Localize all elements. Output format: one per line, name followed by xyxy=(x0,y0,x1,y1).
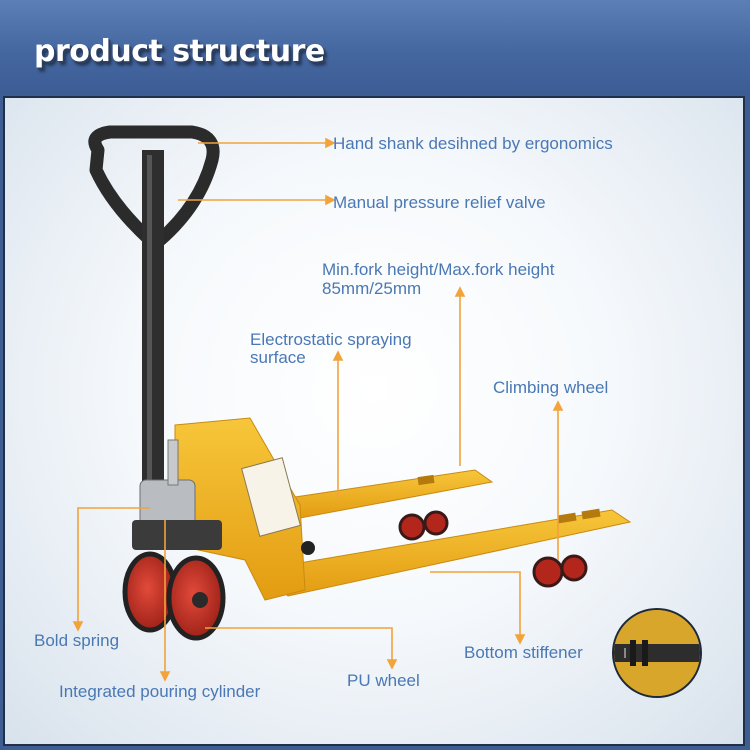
label-spraying-line1: Electrostatic spraying xyxy=(250,330,412,349)
handle-loop xyxy=(88,125,220,247)
label-hand-shank: Hand shank desihned by ergonomics xyxy=(333,134,613,153)
stiffener-detail-icon xyxy=(614,610,700,696)
label-spraying-line2: surface xyxy=(250,348,306,367)
label-pu-wheel: PU wheel xyxy=(347,671,420,690)
label-fork-height-title: Min.fork height/Max.fork height xyxy=(322,260,555,279)
page-title: product structure xyxy=(34,34,325,69)
label-relief-valve: Manual pressure relief valve xyxy=(333,193,546,212)
label-pouring-cylinder: Integrated pouring cylinder xyxy=(59,682,261,701)
label-bottom-stiffener: Bottom stiffener xyxy=(464,643,583,662)
label-bold-spring: Bold spring xyxy=(34,631,120,650)
label-climbing-wheel: Climbing wheel xyxy=(493,378,609,397)
label-fork-height-values: 85mm/25mm xyxy=(322,279,422,298)
header-banner: product structure xyxy=(0,0,750,95)
stiffener-inset xyxy=(612,608,702,698)
